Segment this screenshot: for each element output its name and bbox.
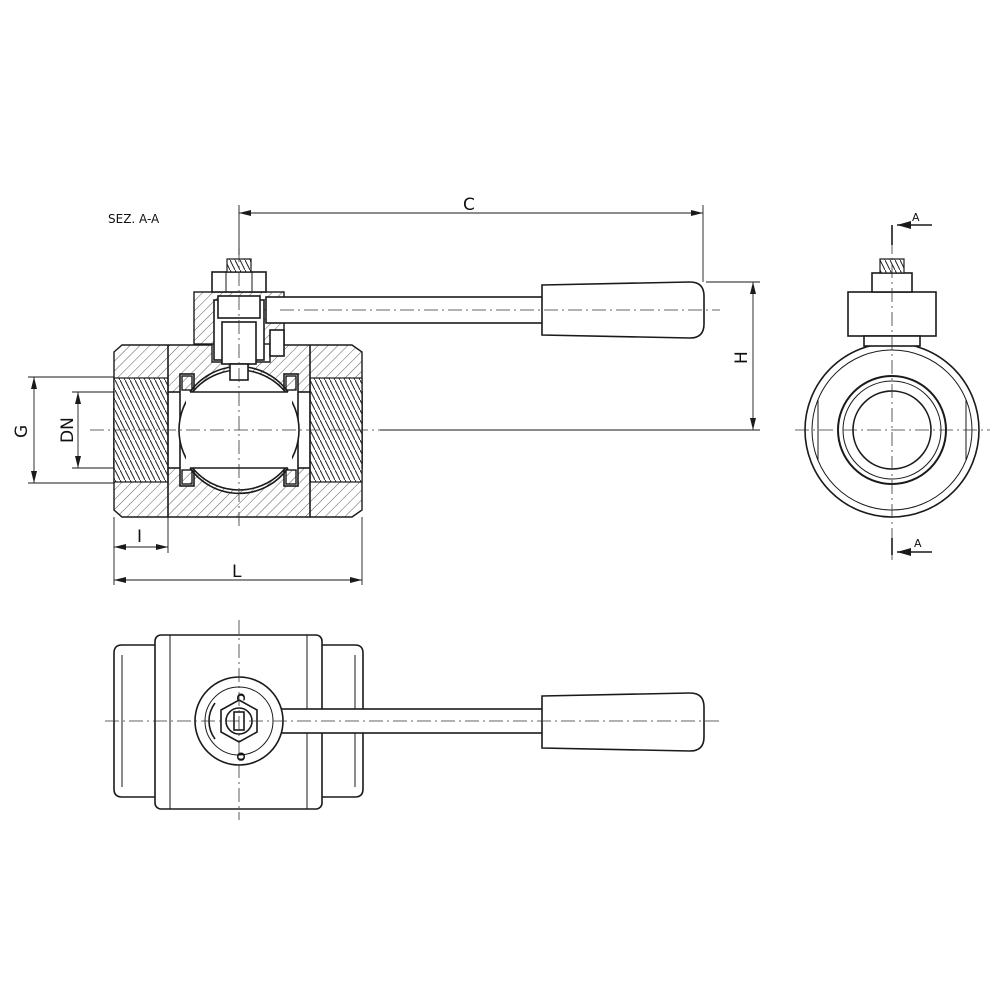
dim-DN-label: DN [58, 417, 78, 443]
dim-H-label: H [732, 351, 752, 364]
section-marker-top: A [912, 211, 920, 224]
top-handle-grip [541, 692, 705, 752]
handle-mark-open: O [234, 752, 247, 761]
dim-I-label: I [137, 527, 142, 547]
stop-screw [269, 329, 285, 357]
dim-L-label: L [232, 562, 242, 582]
section-title: SEZ. A-A [108, 212, 160, 226]
handle-mark-close: C [234, 693, 247, 701]
section-marker-bottom: A [914, 537, 922, 550]
section-view: SEZ. A-A [90, 212, 720, 530]
top-view: C O [105, 620, 720, 820]
dim-C-label: C [463, 195, 475, 215]
dim-G-label: G [12, 425, 32, 438]
side-view: A A [795, 211, 990, 560]
dimensions: C H G DN I L [12, 195, 760, 585]
